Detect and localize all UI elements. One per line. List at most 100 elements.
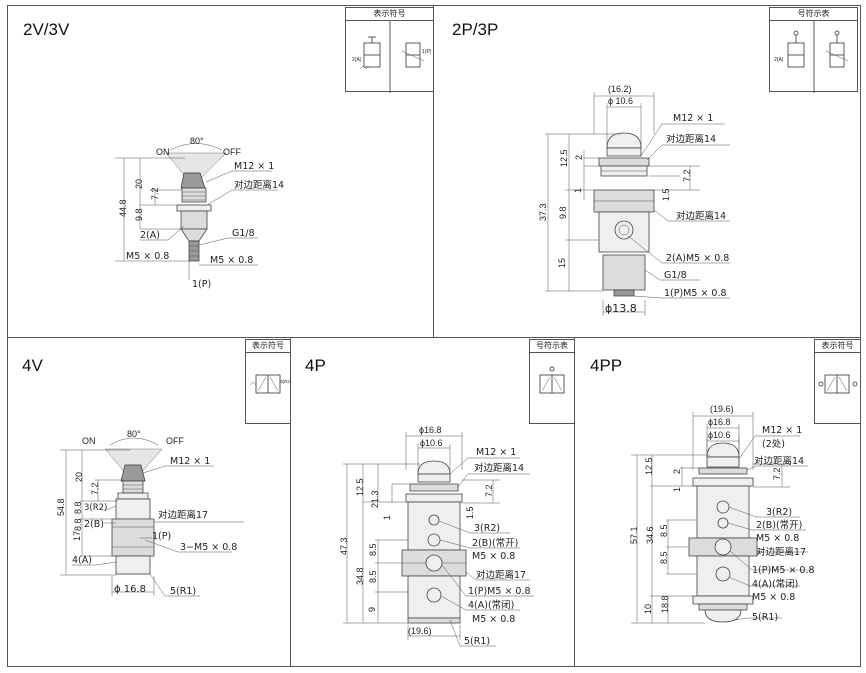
symbol-box: 表示符号 xyxy=(814,339,861,424)
g-thread-label: G1/8 xyxy=(664,270,687,281)
dim-label: ϕ 10.6 xyxy=(608,96,633,106)
dim-label: 9 xyxy=(367,607,377,612)
dim-label: 54.8 xyxy=(56,498,66,516)
dim-label: 12.5 xyxy=(644,457,654,475)
dim-label: 1 xyxy=(573,188,583,193)
symbol-box: 表示符号 2(A) 1(P) xyxy=(345,7,434,93)
dim-label: 7.2 xyxy=(484,484,494,497)
hex-label: 对边距离17 xyxy=(756,546,806,558)
dim-label: 12.5 xyxy=(355,478,365,496)
dim-label: 57.1 xyxy=(629,526,639,544)
svg-text:3(R2): 3(R2) xyxy=(280,379,292,384)
symbol-box: 号符示表 2(A) xyxy=(769,7,858,93)
svg-text:2(A): 2(A) xyxy=(774,57,784,63)
dim-label: 8.5 xyxy=(659,551,669,564)
dim-label: ϕ 16.8 xyxy=(114,584,146,595)
m5-label: 3−M5 × 0.8 xyxy=(180,542,237,553)
dim-label: 2 xyxy=(672,469,682,474)
hex-label: 对边距离14 xyxy=(754,455,804,467)
valve-symbol-icon: 2(A) xyxy=(770,21,857,93)
off-label: OFF xyxy=(166,436,184,446)
dim-label: 1.5 xyxy=(661,188,671,201)
dim-label: 20 xyxy=(74,472,84,482)
dim-label: ϕ16.8 xyxy=(708,417,731,427)
port-a-label: 2(A) xyxy=(140,230,160,241)
symbol-box-header: 表示符号 xyxy=(346,8,433,21)
port-p-label: 1(P)M5 × 0.8 xyxy=(664,288,727,299)
dim-label: 8.5 xyxy=(659,524,669,537)
panel-title: 4P xyxy=(305,356,326,375)
two-places-label: (2处) xyxy=(762,438,785,450)
dim-label: 7.2 xyxy=(682,169,692,182)
r1-label: 5(R1) xyxy=(464,636,490,647)
m5-label: M5 × 0.8 xyxy=(472,551,515,562)
dim-label: 7.2 xyxy=(772,467,782,480)
dim-label: (19.6) xyxy=(408,626,432,636)
symbol-box-header: 表示符号 xyxy=(815,340,860,353)
hex-label: 对边距离14 xyxy=(474,462,524,474)
panel-title: 2V/3V xyxy=(23,20,70,39)
valve-2p-drawing xyxy=(545,92,730,316)
dim-label: 1 xyxy=(672,487,682,492)
dim-label: 12.5 xyxy=(559,149,569,167)
p-label: 1(P)M5 × 0.8 xyxy=(468,586,531,597)
dim-label: 7.2 xyxy=(90,482,100,495)
port-a-label: 2(A)M5 × 0.8 xyxy=(666,253,729,264)
off-label: OFF xyxy=(223,147,241,157)
dim-label: 34.8 xyxy=(355,567,365,585)
a-label: 4(A)(常闭) xyxy=(752,578,798,590)
hex-label: 对边距离14 xyxy=(676,210,726,222)
hex-label: 对边距离14 xyxy=(234,179,284,191)
p-label: 1(P) xyxy=(152,531,171,542)
r1-label: 5(R1) xyxy=(752,612,778,623)
hex-label: 对边距离17 xyxy=(158,509,208,521)
valve-symbol-icon: 3(R2) xyxy=(246,353,292,423)
dim-label: (16.2) xyxy=(608,84,632,94)
dim-label: 18.8 xyxy=(660,595,670,613)
dim-label: 17 xyxy=(72,531,82,541)
hex-label: 对边距离14 xyxy=(666,133,716,145)
valve-symbol-icon: 2(A) 1(P) xyxy=(346,21,433,93)
valve-4p-drawing xyxy=(343,432,534,647)
dim-label: ϕ13.8 xyxy=(605,302,637,315)
b-label: 2(B)(常开) xyxy=(472,537,518,549)
m5-right-label: M5 × 0.8 xyxy=(210,255,253,266)
r1-label: 5(R1) xyxy=(170,586,196,597)
port-p-label: 1(P) xyxy=(192,279,211,290)
m5-left-label: M5 × 0.8 xyxy=(126,251,169,262)
dim-label: 20 xyxy=(134,179,144,189)
valve-4pp-drawing xyxy=(631,412,812,624)
angle-label: 80° xyxy=(190,136,204,146)
dim-label: 34.6 xyxy=(645,526,655,544)
symbol-box: 表示符号 3(R2) xyxy=(245,339,292,424)
dim-label: 8.8 xyxy=(73,518,83,531)
dim-label: 21.3 xyxy=(370,490,380,508)
p-label: 1(P)M5 × 0.8 xyxy=(752,565,815,576)
dim-label: 10 xyxy=(643,604,653,614)
m5-label: M5 × 0.8 xyxy=(756,533,799,544)
a-label: 4(A)(常闭) xyxy=(468,599,514,611)
valve-symbol-icon xyxy=(815,353,860,423)
dim-label: 44.8 xyxy=(118,199,128,217)
dim-label: 1.5 xyxy=(465,506,475,519)
r2-label: 3(R2) xyxy=(474,523,500,534)
panel-title: 2P/3P xyxy=(452,20,499,39)
dim-label: ϕ10.6 xyxy=(708,430,731,440)
dim-label: 37.3 xyxy=(538,203,548,221)
dim-label: 1 xyxy=(382,515,392,520)
dim-label: ϕ16.8 xyxy=(419,425,442,435)
dim-label: ϕ10.6 xyxy=(420,438,443,448)
dim-label: 8.8 xyxy=(73,501,83,514)
dim-label: 8.5 xyxy=(368,570,378,583)
dim-label: 2 xyxy=(574,155,584,160)
dim-label: (19.6) xyxy=(710,404,734,414)
thread-label: M12 × 1 xyxy=(170,456,210,467)
dim-label: 7.2 xyxy=(150,187,160,200)
dim-label: 47.3 xyxy=(339,537,349,555)
r2-label: 3(R2) xyxy=(84,503,107,513)
b-label: 2(B)(常开) xyxy=(756,519,802,531)
symbol-box: 号符示表 xyxy=(529,339,575,424)
svg-text:2(A): 2(A) xyxy=(352,57,362,63)
panel-title: 4PP xyxy=(590,356,623,375)
